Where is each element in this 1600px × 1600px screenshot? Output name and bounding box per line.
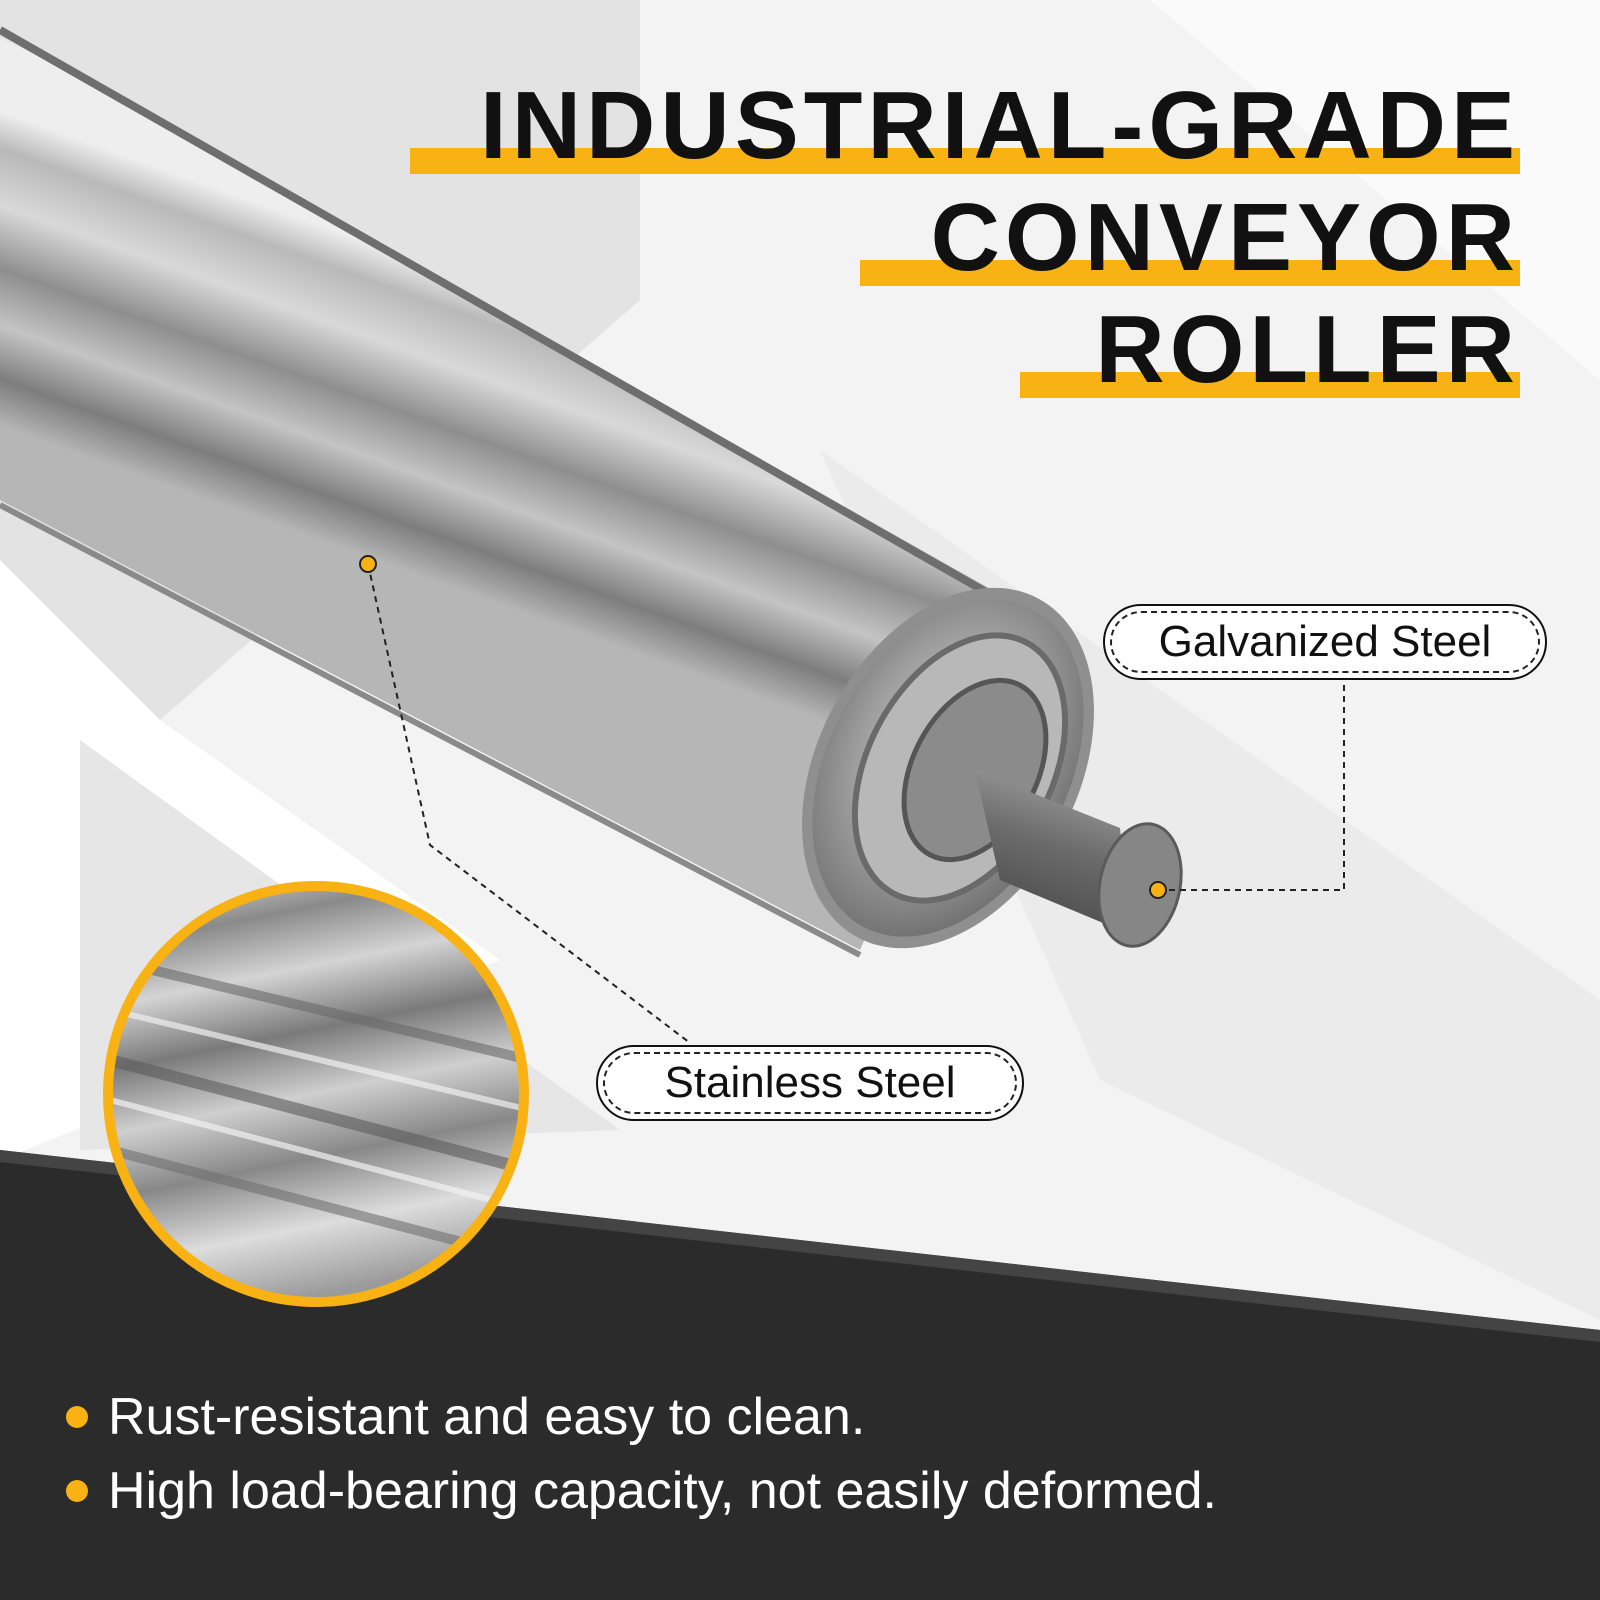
stainless-steel-text: Stainless Steel [664, 1058, 956, 1107]
stainless-leader-line [367, 563, 691, 1044]
title-line-3: ROLLER [420, 294, 1520, 406]
galvanized-marker [1149, 881, 1167, 899]
feature-item: Rust-resistant and easy to clean. [66, 1380, 1546, 1454]
title-underline-3 [1020, 372, 1520, 398]
zoom-ring [103, 881, 529, 1307]
title-text-3: ROLLER [1095, 296, 1520, 403]
feature-item: High load-bearing capacity, not easily d… [66, 1454, 1546, 1528]
galvanized-steel-label: Galvanized Steel [1103, 604, 1547, 680]
title-underline-1 [410, 148, 1520, 174]
surface-zoom [110, 888, 522, 1300]
stainless-steel-label: Stainless Steel [596, 1045, 1024, 1121]
roller-tube [0, 38, 1010, 950]
bullet-dot-icon [66, 1480, 88, 1502]
feature-text: High load-bearing capacity, not easily d… [108, 1462, 1217, 1520]
tube-edge-bottom [0, 502, 862, 958]
shaft-end [1097, 822, 1183, 948]
title-text-1: INDUSTRIAL-GRADE [480, 72, 1520, 179]
title-line-2: CONVEYOR [420, 182, 1520, 294]
title-text-2: CONVEYOR [930, 184, 1520, 291]
title-line-1: INDUSTRIAL-GRADE [410, 70, 1520, 182]
title-underline-2 [860, 260, 1520, 286]
stainless-marker [359, 555, 377, 573]
bullet-dot-icon [66, 1406, 88, 1428]
tube-edge-top [0, 26, 1002, 604]
roller-shaft [975, 770, 1132, 935]
galvanized-leader-line [1158, 684, 1345, 891]
product-title: INDUSTRIAL-GRADE CONVEYOR ROLLER [410, 70, 1520, 406]
feature-text: Rust-resistant and easy to clean. [108, 1388, 866, 1446]
feature-list: Rust-resistant and easy to clean. High l… [66, 1380, 1546, 1528]
galvanized-steel-text: Galvanized Steel [1158, 617, 1492, 666]
